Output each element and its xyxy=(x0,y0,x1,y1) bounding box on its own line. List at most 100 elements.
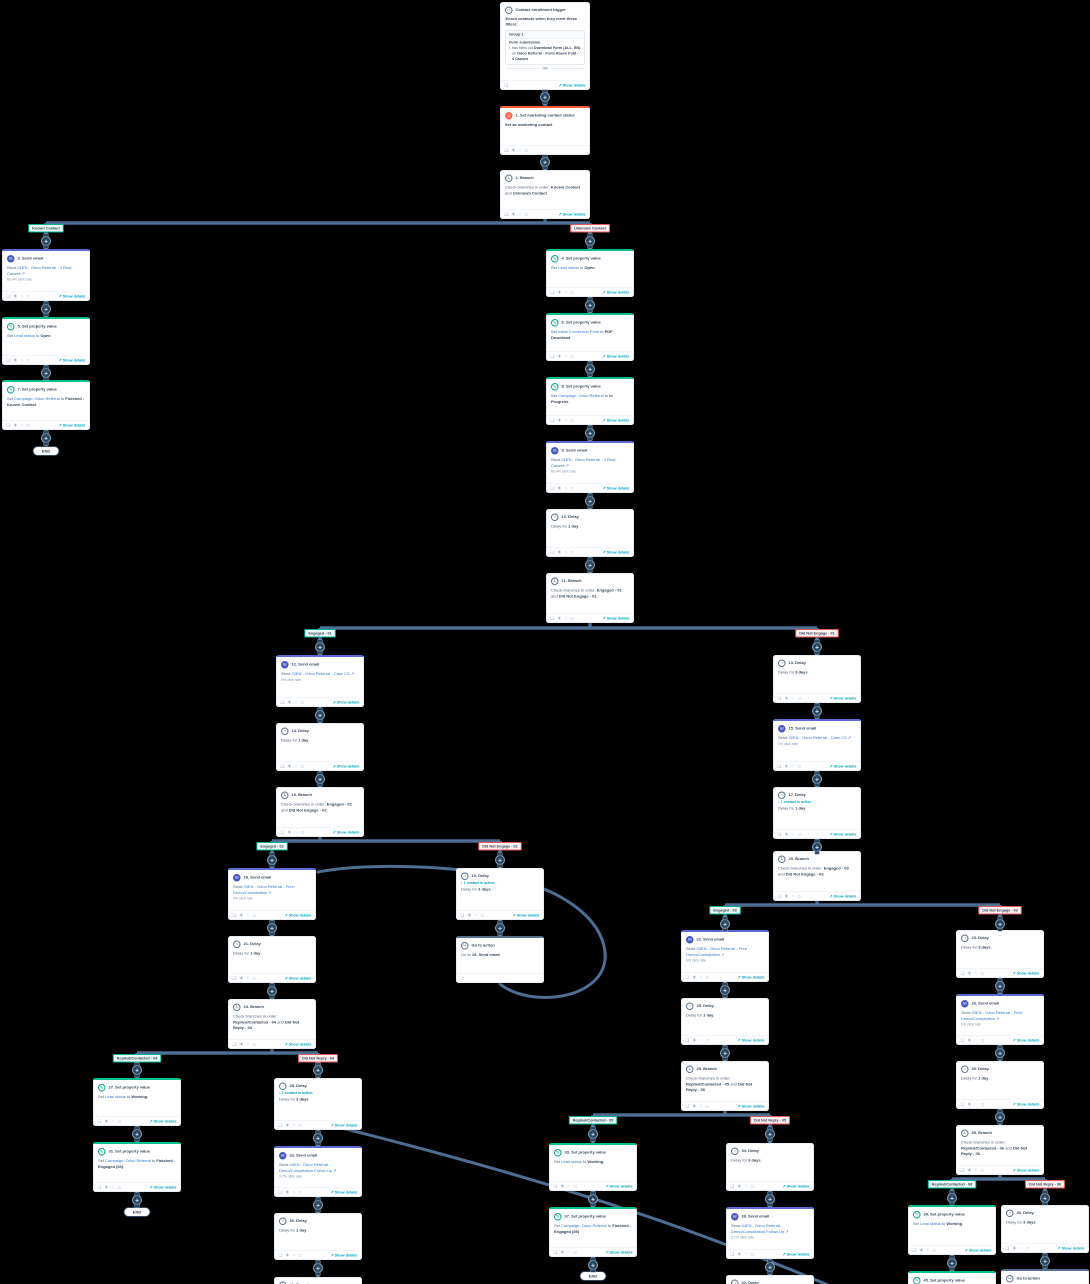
copy-icon[interactable]: ❏ xyxy=(777,893,782,899)
move-icon[interactable]: ✚ xyxy=(13,357,17,363)
move-icon[interactable]: ✚ xyxy=(784,893,788,899)
delete-icon[interactable]: ▭ xyxy=(460,975,465,981)
show-details-link[interactable]: ↗Show details xyxy=(737,975,764,980)
insert-action-button[interactable]: + xyxy=(540,157,550,167)
footer-clock-icon[interactable]: ◔ xyxy=(20,293,23,299)
footer-clock-icon[interactable]: ◔ xyxy=(292,1122,295,1128)
delete-icon[interactable]: ▭ xyxy=(980,1167,985,1173)
move-icon[interactable]: ✚ xyxy=(285,1252,289,1258)
body-link[interactable]: 04EN - Odoo Referral - Demo/Consultation… xyxy=(279,1162,337,1173)
body-link[interactable]: 02EN - Odoo Referral - Case CS ↗ xyxy=(788,735,852,741)
show-details-link[interactable]: ↗Show details xyxy=(829,764,856,769)
body-link[interactable]: Campaign: Odoo Referral xyxy=(105,1158,151,1164)
footer-clock-icon[interactable]: ◔ xyxy=(564,485,567,491)
footer-clock-icon[interactable]: ◔ xyxy=(292,1252,295,1258)
body-link[interactable]: 01EN - Odoo Referral - 4 Root Causes ↗ xyxy=(551,457,616,468)
footer-clock-icon[interactable]: ◔ xyxy=(518,147,521,153)
copy-icon[interactable]: ❏ xyxy=(730,1183,735,1189)
copy-icon[interactable]: ❏ xyxy=(460,912,465,918)
insert-action-button[interactable]: + xyxy=(585,428,595,438)
insert-action-button[interactable]: + xyxy=(720,985,730,995)
move-icon[interactable]: ✚ xyxy=(13,422,17,428)
delete-icon[interactable]: ▭ xyxy=(980,1101,985,1107)
move-icon[interactable]: ✚ xyxy=(467,912,471,918)
footer-clock-icon[interactable]: ◔ xyxy=(974,1167,977,1173)
footer-clock-icon[interactable]: ◔ xyxy=(744,1251,747,1257)
copy-icon[interactable]: ❏ xyxy=(6,422,11,428)
copy-icon[interactable]: ❏ xyxy=(504,211,509,217)
show-details-link[interactable]: ↗Show details xyxy=(558,83,585,88)
insert-action-button[interactable]: + xyxy=(41,304,51,314)
delete-icon[interactable]: ▭ xyxy=(252,1041,257,1047)
insert-action-button[interactable]: + xyxy=(132,1129,142,1139)
footer-clock-icon[interactable]: ◔ xyxy=(564,549,567,555)
show-details-link[interactable]: ↗Show details xyxy=(284,913,311,918)
insert-action-button[interactable]: + xyxy=(585,236,595,246)
delete-icon[interactable]: ▭ xyxy=(252,912,257,918)
show-details-link[interactable]: ↗Show details xyxy=(149,1119,176,1124)
show-details-link[interactable]: ↗Show details xyxy=(332,700,359,705)
body-link[interactable]: Campaign: Odoo Referral xyxy=(561,1223,607,1229)
delete-icon[interactable]: ▭ xyxy=(980,970,985,976)
move-icon[interactable]: ✚ xyxy=(1012,1245,1016,1251)
footer-clock-icon[interactable]: ◔ xyxy=(699,974,702,980)
show-details-link[interactable]: ↗Show details xyxy=(1057,1246,1084,1251)
delete-icon[interactable]: ▭ xyxy=(705,974,710,980)
move-icon[interactable]: ✚ xyxy=(557,485,561,491)
copy-icon[interactable]: ❏ xyxy=(685,1037,690,1043)
delete-icon[interactable]: ▭ xyxy=(570,289,575,295)
move-icon[interactable]: ✚ xyxy=(560,1183,564,1189)
footer-clock-icon[interactable]: ◔ xyxy=(974,1037,977,1043)
insert-action-button[interactable]: + xyxy=(720,1048,730,1058)
footer-clock-icon[interactable]: ◔ xyxy=(744,1183,747,1189)
show-details-link[interactable]: ↗Show details xyxy=(512,913,539,918)
copy-icon[interactable]: ❏ xyxy=(550,615,555,621)
insert-action-button[interactable]: + xyxy=(720,919,730,929)
copy-icon[interactable]: ❏ xyxy=(960,970,965,976)
show-details-link[interactable]: ↗Show details xyxy=(58,294,85,299)
body-link[interactable]: Initial Conversion Point xyxy=(558,329,600,335)
move-icon[interactable]: ✚ xyxy=(919,1247,923,1253)
insert-action-button[interactable]: + xyxy=(765,1129,775,1139)
body-link[interactable]: Campaign: Odoo Referral xyxy=(14,396,60,402)
insert-action-button[interactable]: + xyxy=(267,923,277,933)
footer-clock-icon[interactable]: ◔ xyxy=(564,615,567,621)
insert-action-button[interactable]: + xyxy=(132,1195,142,1205)
show-details-link[interactable]: ↗Show details xyxy=(782,1252,809,1257)
delete-icon[interactable]: ▭ xyxy=(26,357,31,363)
move-icon[interactable]: ✚ xyxy=(104,1118,108,1124)
body-link[interactable]: Lead status xyxy=(14,333,35,339)
move-icon[interactable]: ✚ xyxy=(557,353,561,359)
footer-clock-icon[interactable]: ◔ xyxy=(246,1041,249,1047)
body-link[interactable]: Lead status xyxy=(105,1094,126,1100)
footer-clock-icon[interactable]: ◔ xyxy=(294,829,297,835)
action-card-45[interactable]: ✎45. Set property value xyxy=(908,1271,996,1284)
copy-icon[interactable]: ❏ xyxy=(550,417,555,423)
insert-action-button[interactable]: + xyxy=(765,1194,775,1204)
copy-icon[interactable]: ❏ xyxy=(280,829,285,835)
move-icon[interactable]: ✚ xyxy=(737,1183,741,1189)
delete-icon[interactable]: ▭ xyxy=(797,831,802,837)
show-details-link[interactable]: ↗Show details xyxy=(737,1104,764,1109)
delete-icon[interactable]: ▭ xyxy=(980,1037,985,1043)
show-details-link[interactable]: ↗Show details xyxy=(829,696,856,701)
delete-icon[interactable]: ▭ xyxy=(524,147,529,153)
footer-clock-icon[interactable]: ◔ xyxy=(699,1037,702,1043)
copy-icon[interactable]: ❏ xyxy=(550,549,555,555)
delete-icon[interactable]: ▭ xyxy=(705,1037,710,1043)
show-details-link[interactable]: ↗Show details xyxy=(602,616,629,621)
delete-icon[interactable]: ▭ xyxy=(932,1247,937,1253)
footer-clock-icon[interactable]: ◔ xyxy=(974,970,977,976)
footer-clock-icon[interactable]: ◔ xyxy=(1019,1245,1022,1251)
show-details-link[interactable]: ↗Show details xyxy=(1012,1038,1039,1043)
